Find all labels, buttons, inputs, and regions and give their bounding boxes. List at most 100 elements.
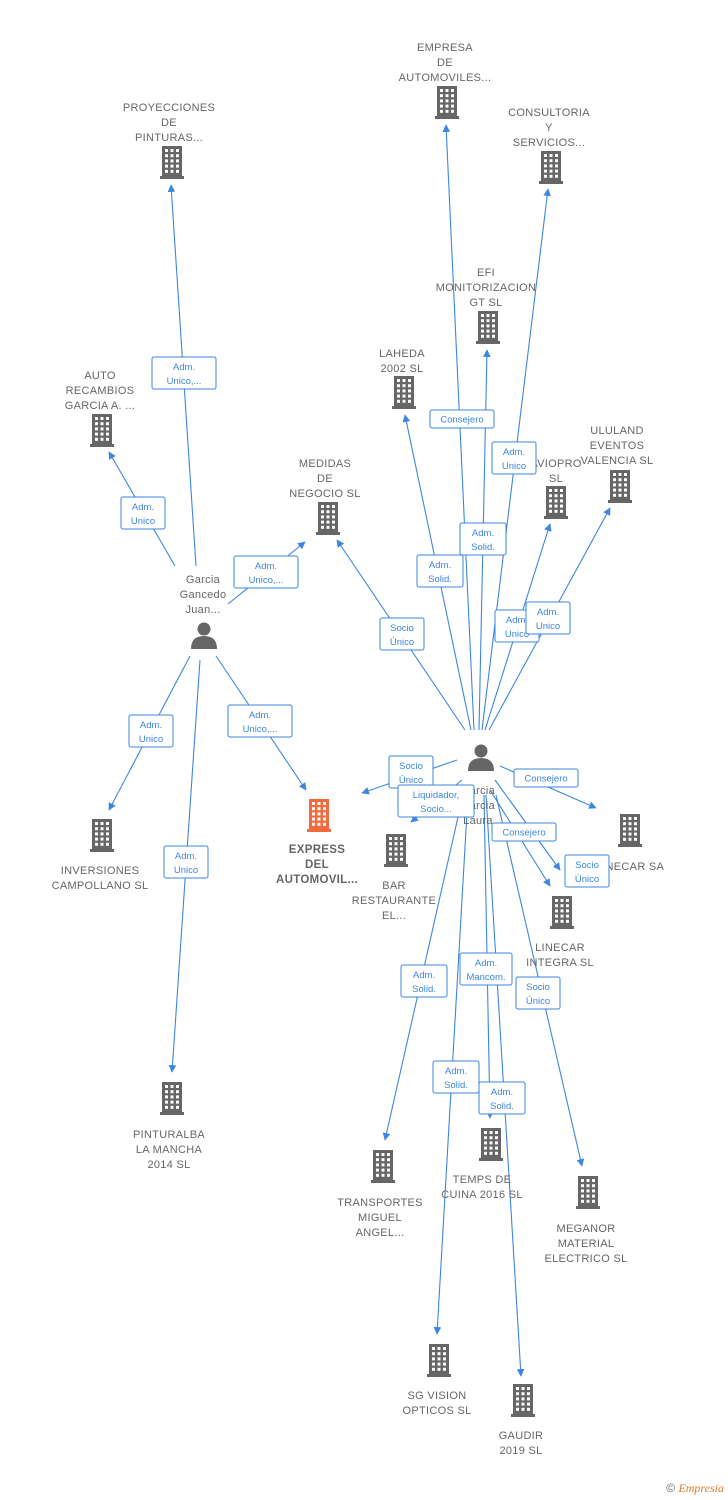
building-icon[interactable] — [618, 814, 642, 847]
role-badge[interactable]: Adm.Unico — [128, 714, 174, 748]
role-text: Socio — [575, 860, 599, 871]
role-badge[interactable]: Consejero — [491, 822, 557, 842]
role-text: Solid. — [428, 574, 452, 585]
company-label-linecar-sa-line: LINECAR SA — [596, 861, 665, 873]
role-text: Unico,... — [167, 376, 202, 387]
role-badge[interactable]: Consejero — [513, 768, 579, 788]
building-icon[interactable] — [90, 414, 114, 447]
building-icon[interactable] — [160, 1082, 184, 1115]
company-label-bar-line: RESTAURANTE — [352, 895, 436, 907]
role-badge[interactable]: Adm.Unico — [525, 601, 571, 635]
main-company-building-icon[interactable] — [307, 799, 331, 832]
role-badge[interactable]: Liquidador,Socio... — [397, 784, 475, 818]
role-text: Adm. — [537, 607, 559, 618]
company-label-medidas-line: DE — [317, 473, 333, 485]
role-badge[interactable]: Adm.Solid. — [478, 1081, 526, 1115]
role-text: Solid. — [412, 984, 436, 995]
building-icon[interactable] — [392, 376, 416, 409]
role-text: Adm. — [132, 502, 154, 513]
role-text: Consejero — [440, 415, 483, 426]
building-icon[interactable] — [511, 1384, 535, 1417]
company-label-linecar-integra-line: LINECAR — [535, 942, 585, 954]
building-icon[interactable] — [476, 311, 500, 344]
company-label-aviopro-line: AVIOPRO — [530, 458, 582, 470]
company-label-meganor-line: ELECTRICO SL — [544, 1253, 627, 1265]
company-label-efi-line: MONITORIZACION — [436, 282, 537, 294]
role-badge[interactable]: Adm.Unico — [120, 496, 166, 530]
building-icon[interactable] — [576, 1176, 600, 1209]
role-text: Socio — [526, 982, 550, 993]
role-text: Único — [399, 775, 423, 786]
company-label-gaudir-line: GAUDIR — [499, 1430, 544, 1442]
role-text: Adm. — [445, 1066, 467, 1077]
building-icon[interactable] — [427, 1344, 451, 1377]
company-label-transportes-line: MIGUEL — [358, 1212, 402, 1224]
company-label-empresa-automoviles-line: AUTOMOVILES... — [399, 72, 492, 84]
company-label-medidas-line: MEDIDAS — [299, 458, 351, 470]
role-badge[interactable]: Adm. Solid. — [416, 554, 464, 588]
role-text: Socio — [399, 761, 423, 772]
company-label-transportes-line: ANGEL... — [356, 1227, 405, 1239]
company-label-bar-line: EL... — [382, 910, 406, 922]
role-badge[interactable]: Adm.Solid. — [432, 1060, 480, 1094]
role-text: Adm. — [249, 710, 271, 721]
role-badge[interactable]: Adm. Unico,... — [151, 356, 217, 390]
person-icon[interactable] — [468, 744, 494, 772]
building-icon[interactable] — [371, 1150, 395, 1183]
person-label-garcia-gancedo-line: Garcia — [186, 574, 221, 586]
building-icon[interactable] — [544, 486, 568, 519]
company-label-laheda-line: 2002 SL — [380, 363, 423, 375]
role-badge[interactable]: Adm.Unico,... — [227, 704, 293, 738]
building-icon[interactable] — [384, 834, 408, 867]
company-label-pinturalba-line: LA MANCHA — [136, 1144, 203, 1156]
company-label-efi-line: GT SL — [469, 297, 502, 309]
building-icon[interactable] — [90, 819, 114, 852]
company-label-consultoria-line: CONSULTORIA — [508, 107, 590, 119]
building-icon[interactable] — [550, 896, 574, 929]
company-label-temps-line: CUINA 2016 SL — [441, 1189, 523, 1201]
building-icon[interactable] — [435, 86, 459, 119]
role-badge[interactable]: Adm.Solid. — [400, 964, 448, 998]
role-badge[interactable]: Adm.Mancom. — [459, 952, 513, 986]
role-text: Unico — [502, 461, 526, 472]
person-icon[interactable] — [191, 622, 217, 650]
building-icon[interactable] — [608, 470, 632, 503]
role-text: Unico,... — [249, 575, 284, 586]
role-text: Adm. — [173, 362, 195, 373]
building-icon[interactable] — [160, 146, 184, 179]
building-icon[interactable] — [479, 1128, 503, 1161]
role-badge[interactable]: Adm. Unico — [491, 441, 537, 475]
company-label-consultoria-line: Y — [545, 122, 553, 134]
role-text: Unico — [505, 629, 529, 640]
role-badge[interactable]: Adm.Unico,... — [233, 555, 299, 589]
company-label-inversiones-line: CAMPOLLANO SL — [52, 880, 149, 892]
company-label-proyecciones-line: PROYECCIONES — [123, 102, 215, 114]
role-badge[interactable]: Adm.Solid. — [459, 522, 507, 556]
building-icon[interactable] — [539, 151, 563, 184]
role-text: Adm. — [503, 447, 525, 458]
building-icon[interactable] — [316, 502, 340, 535]
role-badge[interactable]: Consejero — [429, 409, 495, 429]
role-badge[interactable]: Adm.Unico — [163, 845, 209, 879]
brand-logo[interactable]: Empresia — [678, 1481, 724, 1495]
company-label-ululand-line: VALENCIA SL — [581, 455, 654, 467]
company-label-aviopro-line: SL — [549, 473, 563, 485]
person-label-garcia-gancedo-line: Juan... — [185, 604, 220, 616]
role-text: Adm. — [429, 560, 451, 571]
